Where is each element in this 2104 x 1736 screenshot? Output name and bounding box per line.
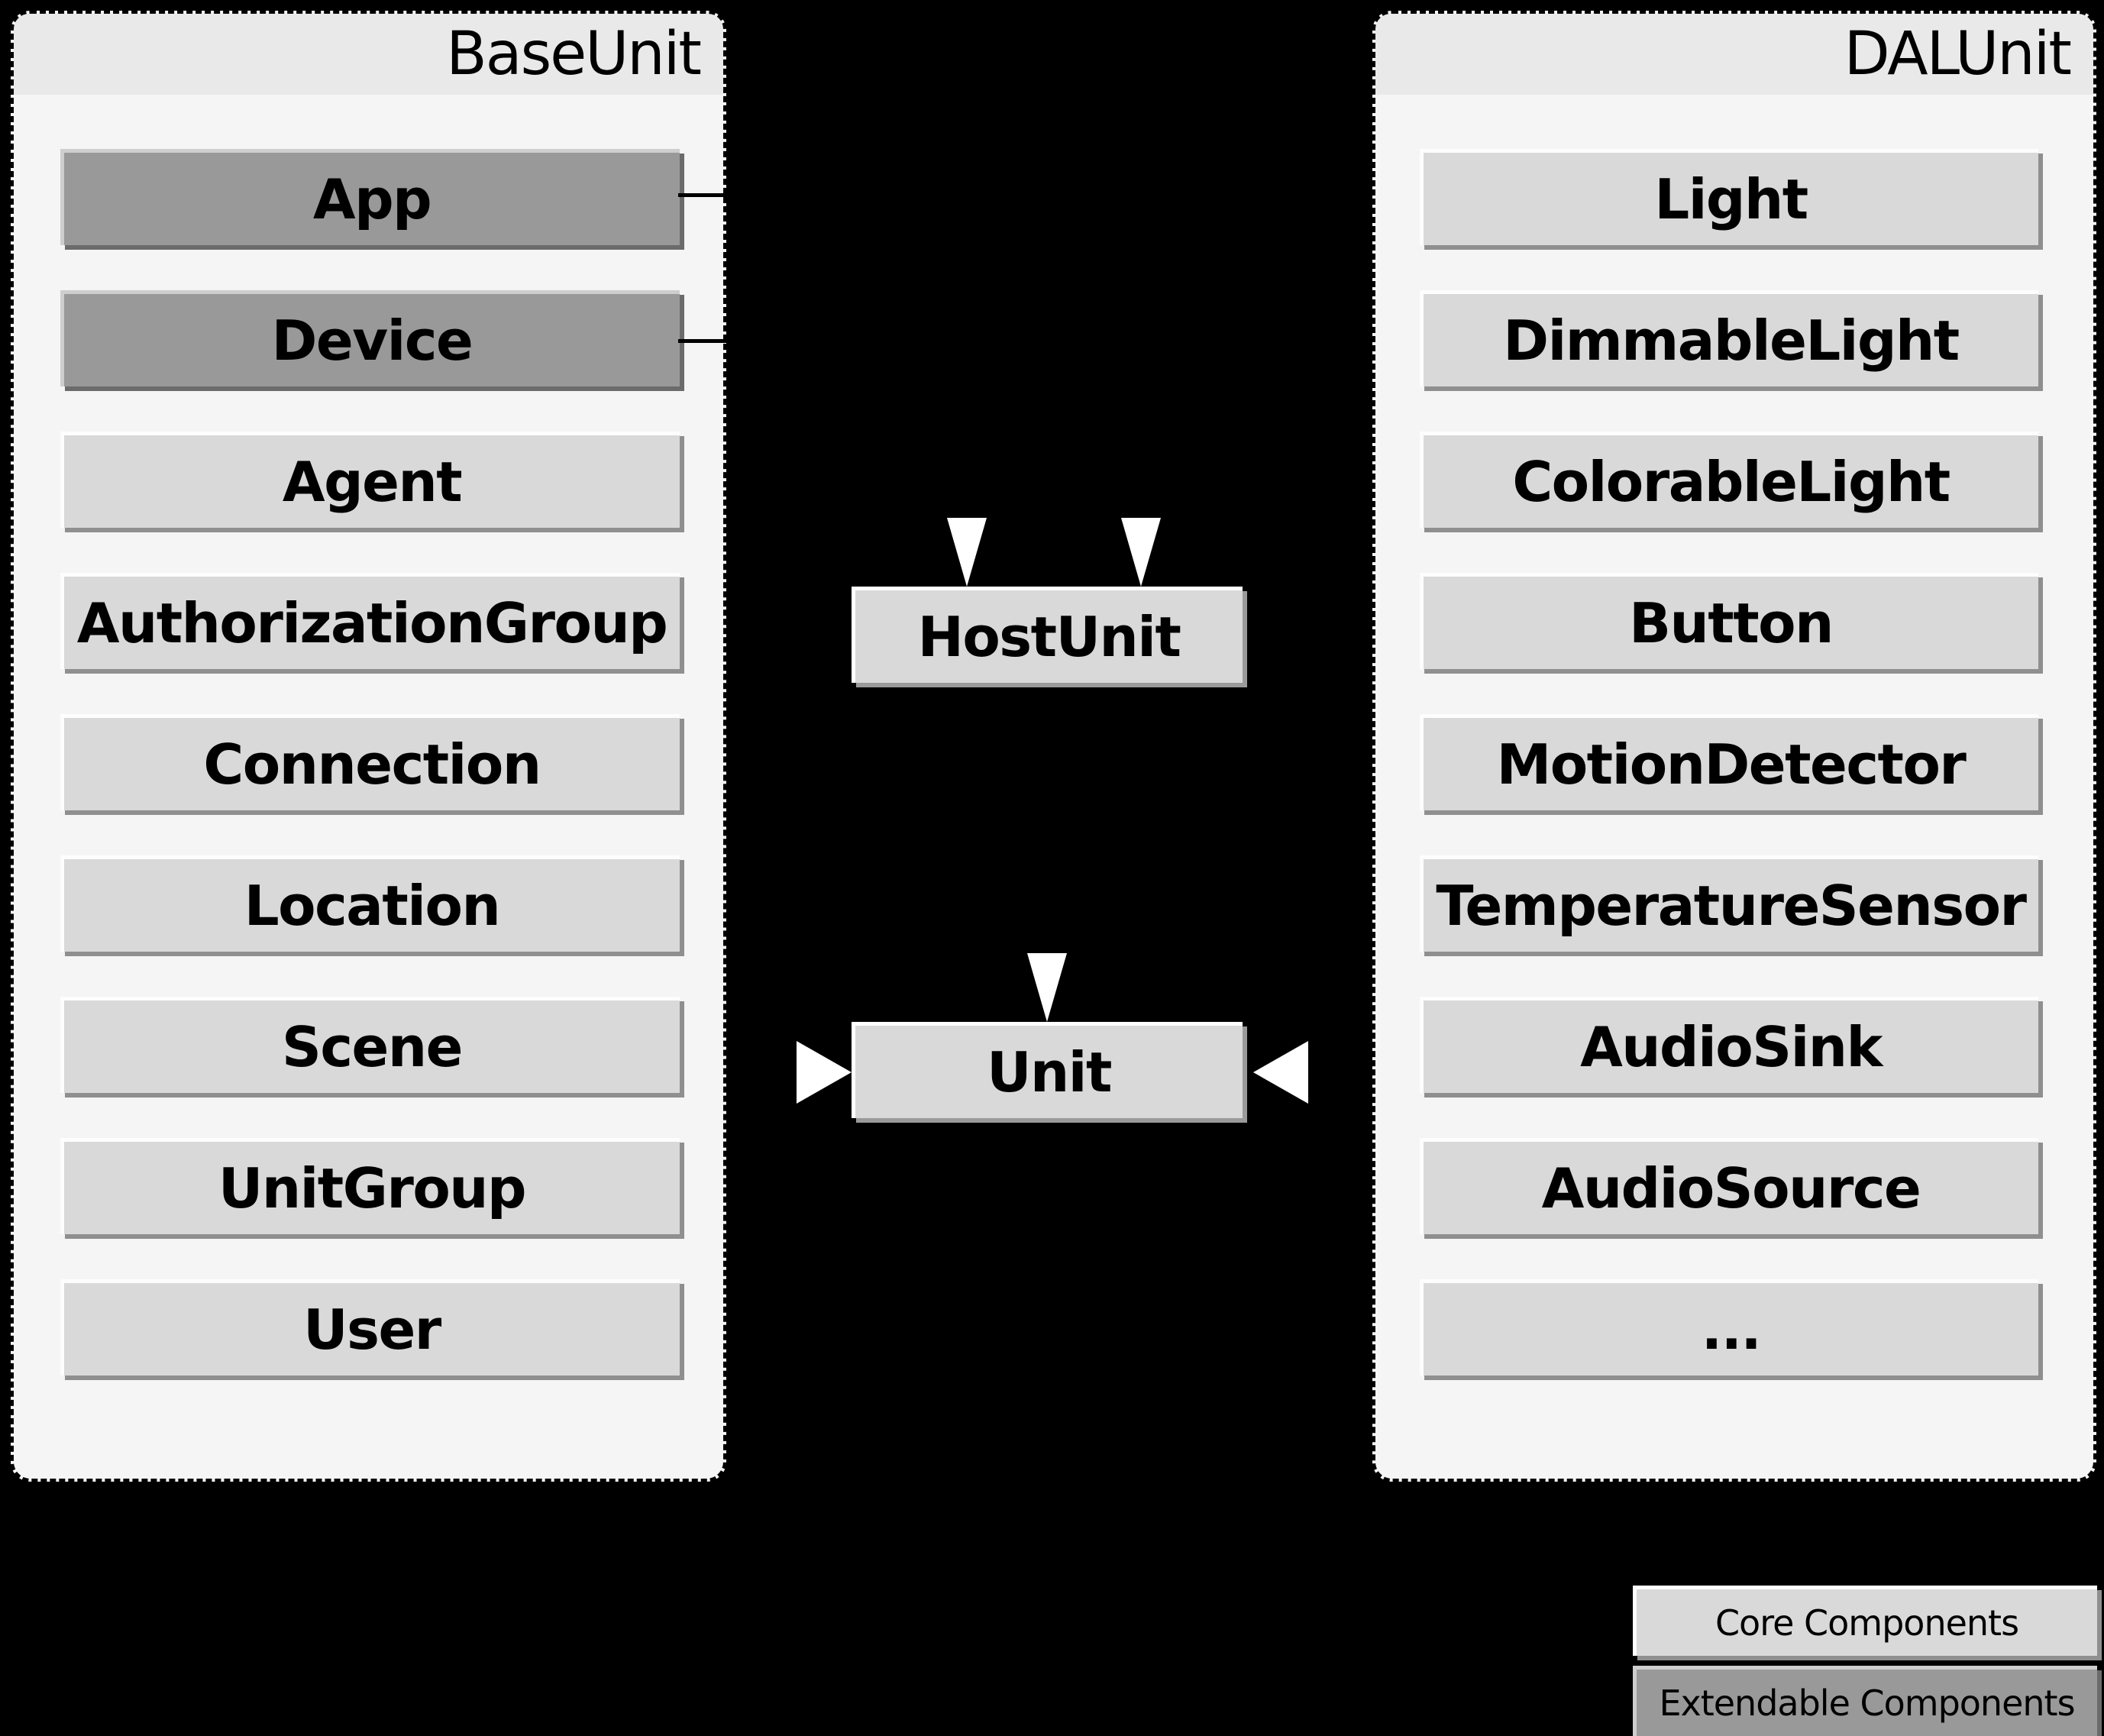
legend-core-label: Core Components: [1715, 1602, 2019, 1644]
component-box-audiosink: AudioSink: [1420, 997, 2038, 1093]
component-label: AudioSource: [1541, 1156, 1921, 1220]
inheritance-arrow-down-icon: [1121, 518, 1161, 587]
baseunit-panel-header: BaseUnit: [14, 14, 723, 95]
component-label: ColorableLight: [1512, 449, 1950, 514]
component-box-app: App: [60, 149, 680, 245]
unit-label: Unit: [987, 1039, 1112, 1104]
inheritance-arrow-left-icon: [1253, 1041, 1308, 1104]
hostunit-node: HostUnit: [852, 587, 1243, 683]
component-box-authorizationgroup: AuthorizationGroup: [60, 573, 680, 669]
panel-title: DALUnit: [1844, 20, 2072, 89]
component-label: User: [303, 1297, 441, 1362]
component-box-user: User: [60, 1279, 680, 1376]
component-label: Scene: [282, 1014, 463, 1079]
component-box-scene: Scene: [60, 997, 680, 1093]
unit-node: Unit: [852, 1022, 1243, 1118]
component-box-button: Button: [1420, 573, 2038, 669]
hostunit-label: HostUnit: [917, 604, 1181, 669]
component-label: MotionDetector: [1496, 732, 1967, 797]
legend-core-components: Core Components: [1633, 1586, 2097, 1656]
component-label: Device: [271, 308, 473, 373]
component-box-connection: Connection: [60, 714, 680, 810]
component-label: Light: [1654, 166, 1808, 231]
connector-line-device: [678, 339, 773, 343]
component-label: Button: [1629, 590, 1834, 655]
component-box-location: Location: [60, 855, 680, 952]
component-box-unitgroup: UnitGroup: [60, 1138, 680, 1234]
component-label: TemperatureSensor: [1436, 873, 2027, 938]
connector-line-app: [678, 193, 773, 197]
legend-extendable-components: Extendable Components: [1633, 1666, 2097, 1736]
inheritance-arrow-down-icon: [947, 518, 987, 587]
inheritance-arrow-down-icon: [1027, 953, 1067, 1022]
component-label: UnitGroup: [218, 1156, 527, 1220]
component-label: AudioSink: [1580, 1014, 1883, 1079]
component-label: ...: [1701, 1297, 1762, 1362]
panel-title: BaseUnit: [446, 20, 702, 89]
component-label: App: [312, 166, 432, 231]
component-box-more: ...: [1420, 1279, 2038, 1376]
component-box-temperaturesensor: TemperatureSensor: [1420, 855, 2038, 952]
component-label: AuthorizationGroup: [76, 590, 668, 655]
component-box-audiosource: AudioSource: [1420, 1138, 2038, 1234]
component-box-device: Device: [60, 290, 680, 386]
component-box-dimmablelight: DimmableLight: [1420, 290, 2038, 386]
component-label: DimmableLight: [1503, 308, 1960, 373]
component-box-motiondetector: MotionDetector: [1420, 714, 2038, 810]
connector-line-unit-right: [1244, 1070, 1255, 1074]
inheritance-arrow-right-icon: [797, 1041, 852, 1104]
legend-extendable-label: Extendable Components: [1659, 1682, 2075, 1724]
component-label: Location: [244, 873, 501, 938]
dalunit-panel-header: DALUnit: [1375, 14, 2093, 95]
component-box-light: Light: [1420, 149, 2038, 245]
component-label: Connection: [203, 732, 541, 797]
component-box-agent: Agent: [60, 432, 680, 528]
connector-line-hostunit-bottom: [1046, 683, 1049, 703]
component-box-colorablelight: ColorableLight: [1420, 432, 2038, 528]
component-label: Agent: [282, 449, 463, 514]
